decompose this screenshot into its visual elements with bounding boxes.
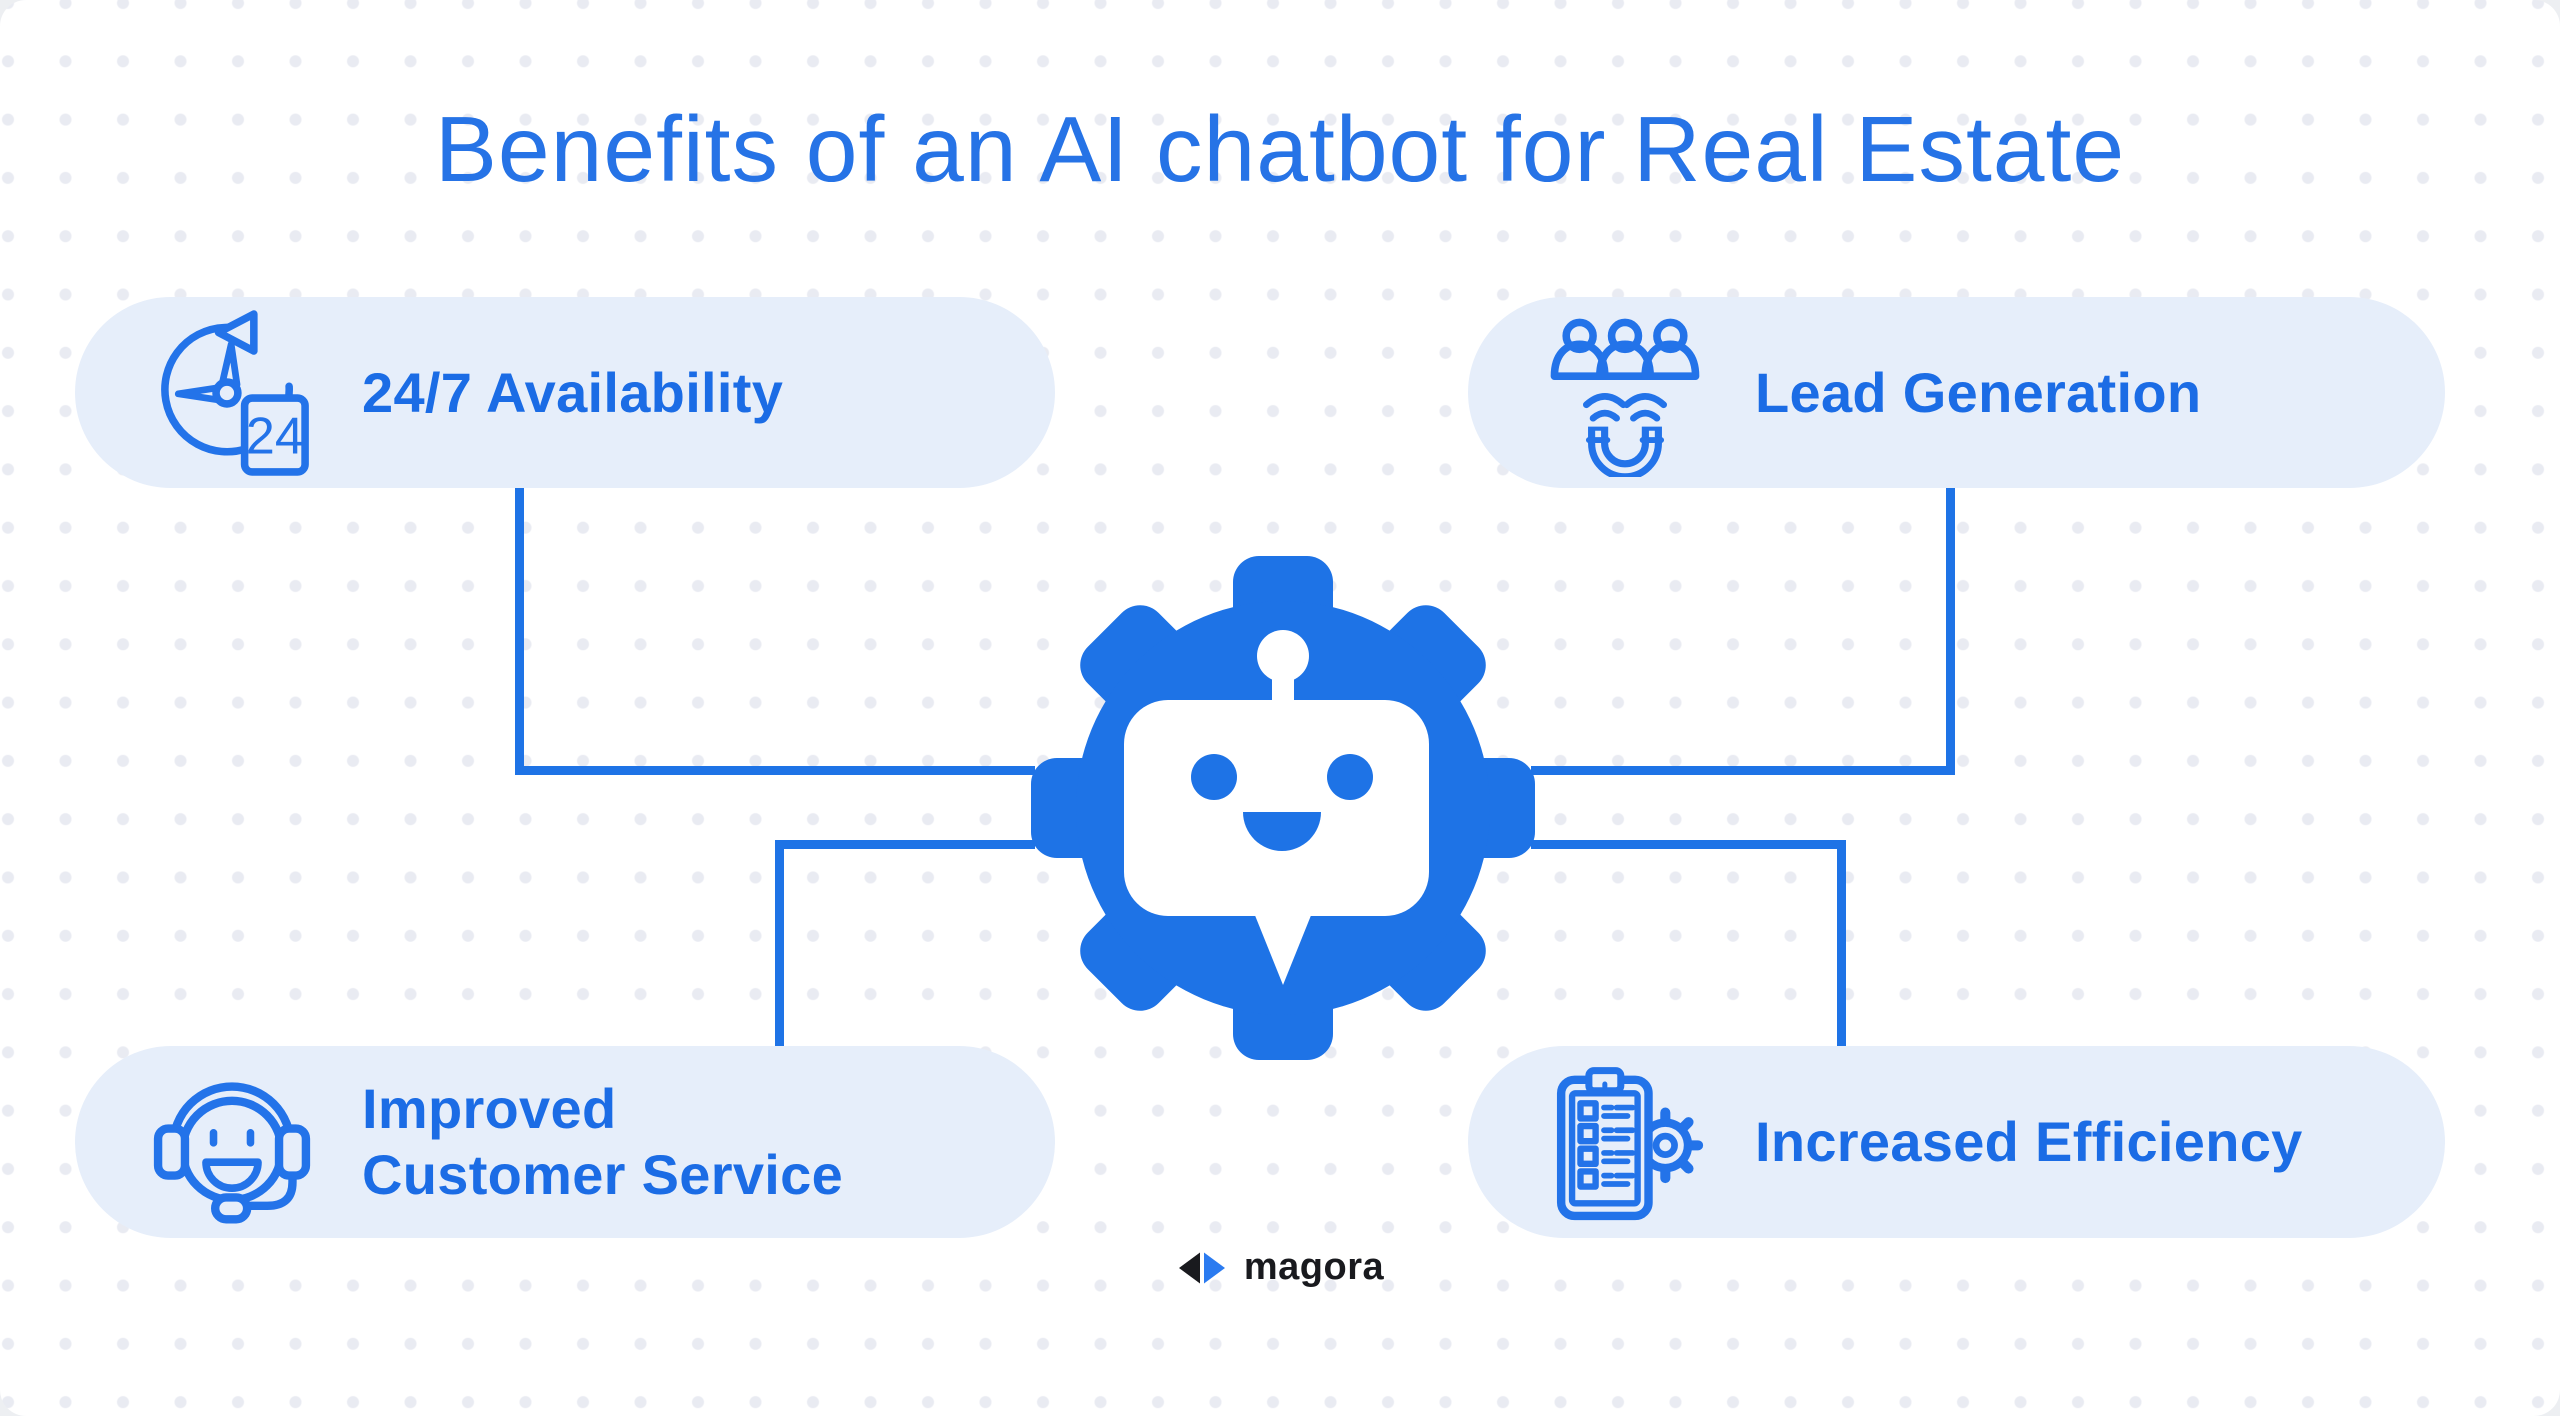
connector-top-right-horizontal xyxy=(1531,766,1955,775)
page-title: Benefits of an AI chatbot for Real Estat… xyxy=(434,97,2126,201)
brand-name: magora xyxy=(1243,1246,1385,1288)
card-label: Improved Customer Service xyxy=(362,1077,844,1206)
card-lead-generation: Lead Generation xyxy=(1468,297,2445,488)
right-earcup xyxy=(274,1124,311,1180)
people-group xyxy=(1550,318,1700,380)
brand-footer: magora xyxy=(0,1246,2560,1289)
checklist-rows xyxy=(1577,1100,1636,1190)
mic xyxy=(211,1193,252,1224)
card-label: Lead Generation xyxy=(1755,360,2202,424)
card-increased-efficiency: Increased Efficiency xyxy=(1468,1046,2445,1238)
checklist-gear-icon xyxy=(1540,1057,1710,1227)
robot-mouth xyxy=(1243,812,1321,851)
connector-bottom-right-vertical xyxy=(1837,840,1846,1046)
connector-bottom-right-horizontal xyxy=(1531,840,1846,849)
speech-tail xyxy=(1248,898,1318,985)
card-label: 24/7 Availability xyxy=(362,360,784,424)
clipboard xyxy=(1556,1067,1653,1221)
robot-right-eye xyxy=(1327,754,1373,800)
support-headset-icon xyxy=(147,1057,317,1227)
card-label: Increased Efficiency xyxy=(1755,1110,2303,1174)
robot-head xyxy=(1124,700,1429,916)
left-earcup xyxy=(153,1124,190,1180)
robot-left-eye xyxy=(1191,754,1237,800)
connector-top-left-vertical xyxy=(515,487,524,775)
connector-top-left-horizontal xyxy=(515,766,1035,775)
antenna-tip xyxy=(1257,630,1309,682)
magnet-waves xyxy=(1583,392,1667,422)
card-improved-customer-service: Improved Customer Service xyxy=(75,1046,1055,1238)
robot-face xyxy=(1124,630,1429,985)
magora-logo-icon xyxy=(1178,1252,1225,1283)
smile xyxy=(202,1158,262,1192)
connector-bottom-left-horizontal xyxy=(775,840,1035,849)
magnet xyxy=(1585,426,1665,477)
eyes xyxy=(209,1128,255,1147)
gear xyxy=(1637,1107,1704,1184)
headband xyxy=(169,1082,295,1150)
badge-24: 24 xyxy=(246,407,304,465)
connector-bottom-left-vertical xyxy=(775,840,784,1046)
card-24-7-availability: 24 24/7 Availability xyxy=(75,297,1055,488)
mic-boom xyxy=(237,1168,297,1211)
clock-24-icon: 24 xyxy=(147,308,317,478)
connector-top-right-vertical xyxy=(1946,487,1955,775)
chatbot-gear-icon xyxy=(1031,556,1535,1060)
people-magnet-icon xyxy=(1540,308,1710,478)
